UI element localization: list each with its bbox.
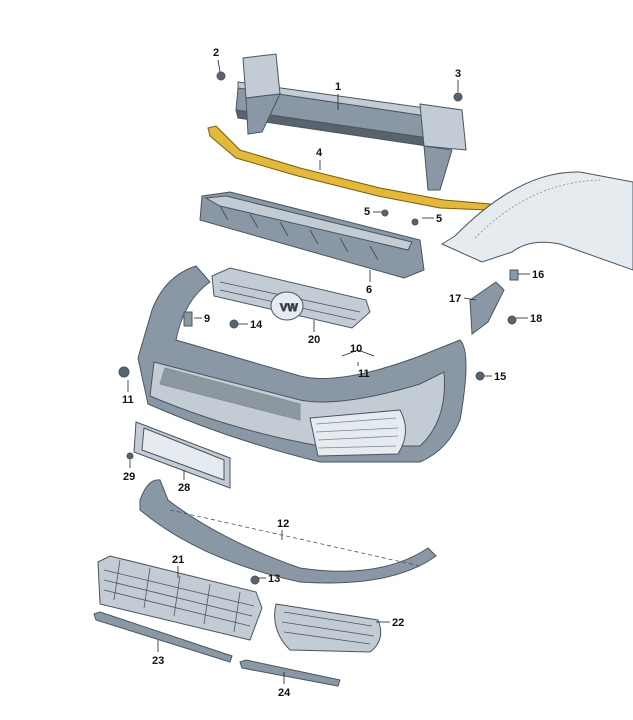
callout-3: 3 bbox=[455, 68, 461, 80]
leader-lines bbox=[127, 59, 530, 684]
energy-absorber bbox=[199, 191, 425, 279]
callout-17: 17 bbox=[449, 293, 461, 305]
license-plate-bracket bbox=[133, 421, 231, 489]
bumper-reinforcement-beam bbox=[235, 53, 467, 191]
callout-12: 12 bbox=[277, 518, 289, 530]
callout-5b: 5 bbox=[436, 213, 442, 225]
side-bracket bbox=[469, 281, 505, 335]
callout-2: 2 bbox=[213, 47, 219, 59]
callout-4: 4 bbox=[316, 147, 323, 159]
callout-6: 6 bbox=[366, 284, 372, 296]
lower-spoiler bbox=[139, 479, 437, 584]
callout-18: 18 bbox=[530, 313, 542, 325]
callout-24: 24 bbox=[278, 687, 291, 699]
svg-text:VW: VW bbox=[280, 302, 298, 314]
callout-10: 10 bbox=[350, 343, 362, 355]
side-grille-insert bbox=[274, 603, 382, 653]
front-bumper-cover bbox=[137, 265, 467, 463]
lower-trim-strip bbox=[93, 611, 233, 663]
callout-22: 22 bbox=[392, 617, 404, 629]
callout-29: 29 bbox=[123, 471, 135, 483]
callout-5a: 5 bbox=[364, 206, 370, 218]
callout-11b: 11 bbox=[358, 368, 370, 380]
fender-outline bbox=[440, 171, 633, 271]
callout-15: 15 bbox=[494, 371, 506, 383]
callout-28: 28 bbox=[178, 482, 190, 494]
callout-21: 21 bbox=[172, 554, 184, 566]
callout-16: 16 bbox=[532, 269, 544, 281]
callout-23: 23 bbox=[152, 655, 164, 667]
callout-20: 20 bbox=[308, 334, 320, 346]
side-trim-strip bbox=[239, 659, 341, 687]
callout-11a: 11 bbox=[122, 394, 134, 406]
fasteners bbox=[118, 71, 519, 585]
lower-grille bbox=[97, 555, 263, 641]
callout-14: 14 bbox=[250, 319, 263, 331]
upper-grille: VW bbox=[211, 267, 371, 329]
callout-13: 13 bbox=[268, 573, 280, 585]
callout-1: 1 bbox=[335, 81, 341, 93]
callout-9: 9 bbox=[204, 313, 210, 325]
callout-labels: 1 2 3 4 5 5 6 9 10 11 11 12 13 14 15 16 … bbox=[122, 47, 544, 699]
